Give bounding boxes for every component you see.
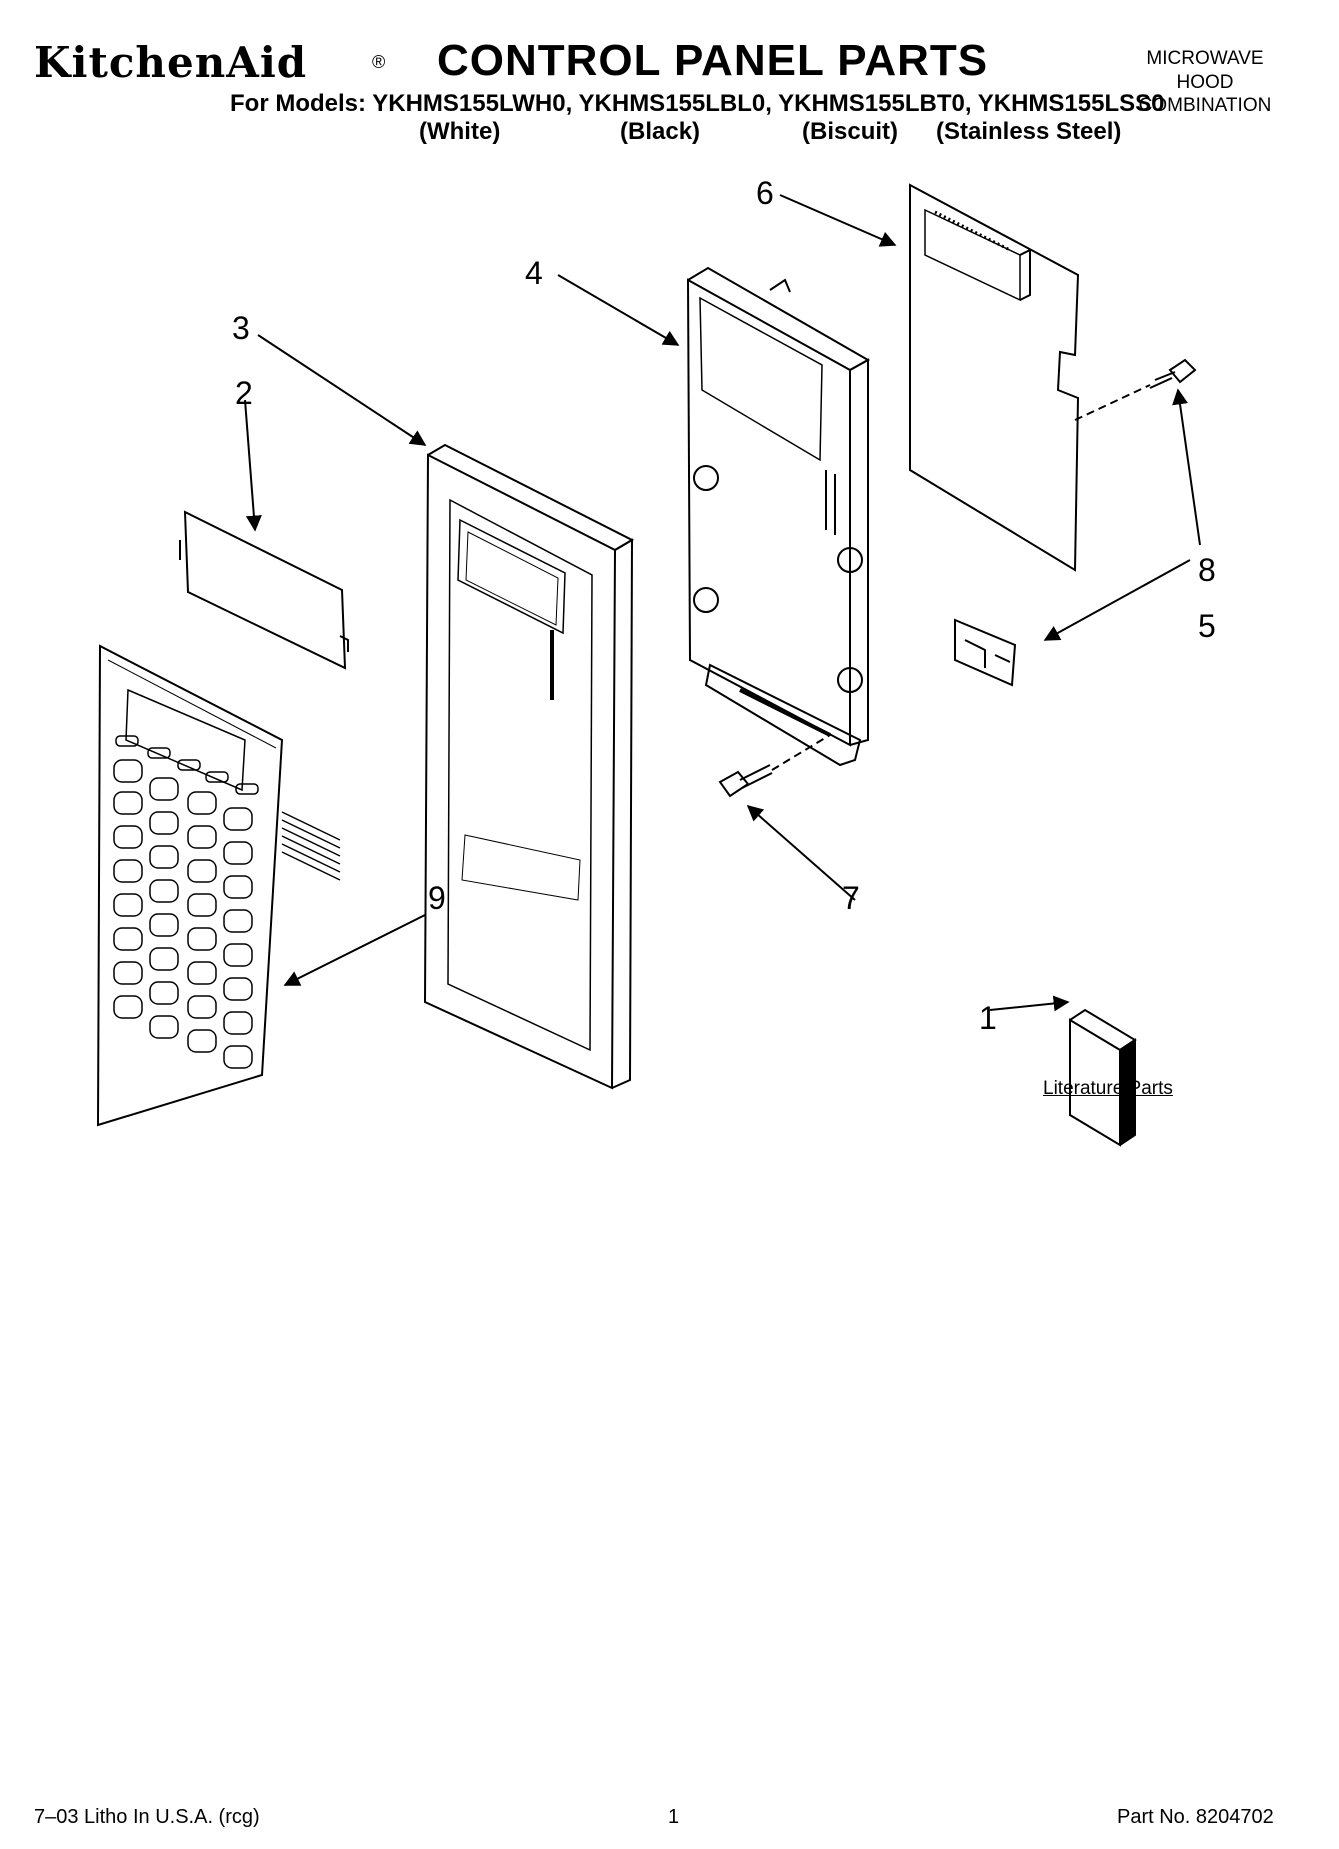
page-title: CONTROL PANEL PARTS: [437, 36, 989, 85]
brand-logo: KitchenAid: [34, 38, 308, 87]
callout-7: 7: [842, 880, 860, 916]
part-5-clip: [954, 618, 1017, 687]
models-line: For Models: YKHMS155LWH0, YKHMS155LBL0, …: [230, 90, 1165, 117]
callout-5: 5: [1198, 608, 1216, 644]
product-type-line2: HOOD: [1176, 72, 1234, 93]
variant-stainless: (Stainless Steel): [936, 118, 1122, 145]
callout-1: 1: [979, 1000, 997, 1036]
footer-print-info: 7–03 Litho In U.S.A. (rcg): [34, 1806, 260, 1828]
part-1-literature: [1069, 1008, 1137, 1147]
callout-4: 4: [525, 255, 543, 291]
variant-white: (White): [419, 118, 501, 145]
footer-page-number: 1: [668, 1806, 680, 1828]
variant-biscuit: (Biscuit): [802, 118, 898, 145]
part-8-screw: [1074, 358, 1197, 421]
part-3-panel-frame: [423, 443, 635, 1090]
part-9-keypad-overlay: [96, 644, 341, 1127]
callout-6: 6: [756, 175, 774, 211]
part-6-control-board: [909, 183, 1080, 572]
callout-2: 2: [235, 375, 253, 411]
footer-part-number: Part No. 8204702: [1117, 1806, 1274, 1828]
product-type-line1: MICROWAVE: [1146, 48, 1264, 69]
callout-9: 9: [428, 880, 446, 916]
registered-mark: ®: [372, 52, 386, 72]
product-type-line3: COMBINATION: [1138, 95, 1272, 116]
callout-8: 8: [1198, 552, 1216, 588]
callout-3: 3: [232, 310, 250, 346]
variant-black: (Black): [620, 118, 701, 145]
part-4-panel-bracket: [686, 266, 871, 767]
part-2-display-cover: [179, 510, 349, 670]
literature-parts-label: Literature Parts: [1043, 1078, 1173, 1099]
part-7-screw: [718, 734, 831, 798]
